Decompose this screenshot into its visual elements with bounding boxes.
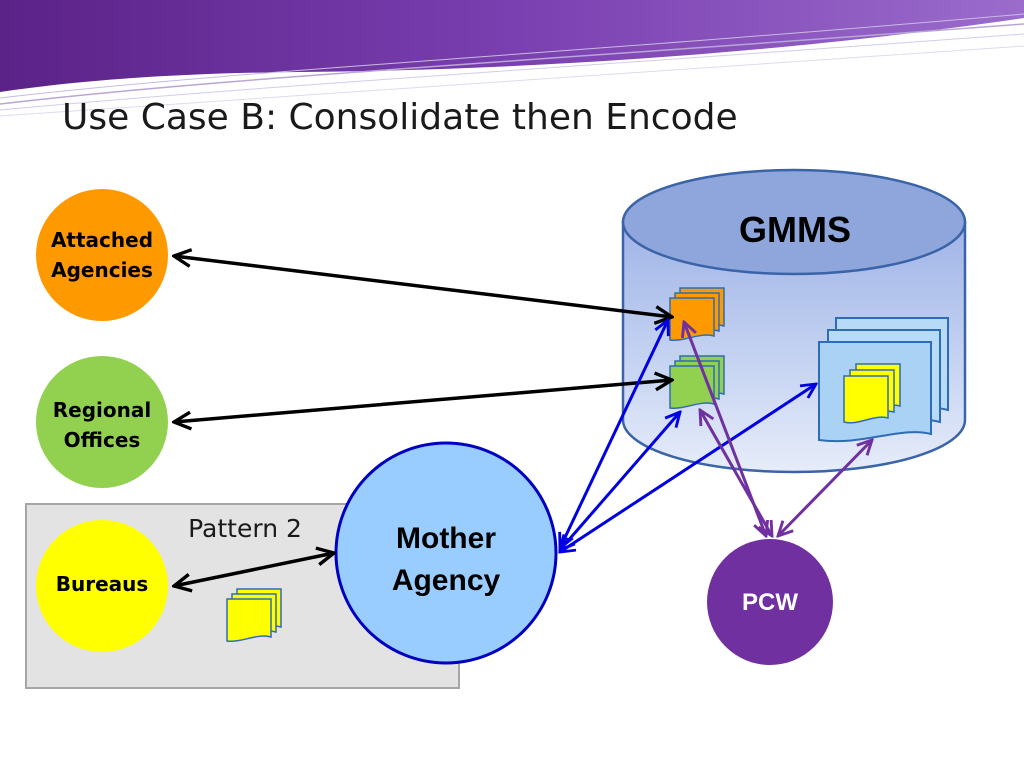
regional-offices-node (36, 356, 168, 488)
regional-offices-label: Regional Offices (40, 388, 164, 462)
pcw-label: PCW (742, 589, 798, 616)
attached-agencies-node (36, 189, 168, 321)
arrow-pcw-to-regional-data (700, 410, 772, 536)
header-swoosh (0, 0, 1024, 117)
attached-agencies-label-line1: Attached (50, 228, 154, 252)
arrow-attached-to-gmms (174, 256, 672, 317)
arrow-regional-to-gmms (174, 380, 672, 422)
regional-offices-label-line2: Offices (63, 428, 141, 452)
consolidated-documents-stack-icon (818, 317, 949, 443)
slide-title: Use Case B: Consolidate then Encode (62, 97, 738, 138)
arrow-mother-to-regional-data (560, 412, 680, 550)
mother-agency-label-line2: Agency (391, 564, 501, 597)
attached-agencies-label-line2: Agencies (51, 258, 153, 282)
bureaus-documents-icon (226, 588, 282, 642)
pattern-group-label: Pattern 2 (188, 514, 302, 543)
pcw-node (707, 539, 833, 665)
attached-agencies-label: Attached Agencies (40, 218, 164, 292)
bureaus-label: Bureaus (55, 572, 149, 596)
mother-agency-label: Mother Agency (350, 512, 542, 608)
bureaus-node (36, 520, 168, 652)
regional-offices-label-line1: Regional (52, 398, 152, 422)
arrow-pcw-to-consolidated (778, 440, 872, 536)
arrow-bureaus-to-mother (174, 553, 334, 586)
gmms-label: GMMS (739, 209, 851, 250)
mother-agency-label-line1: Mother (396, 522, 496, 555)
